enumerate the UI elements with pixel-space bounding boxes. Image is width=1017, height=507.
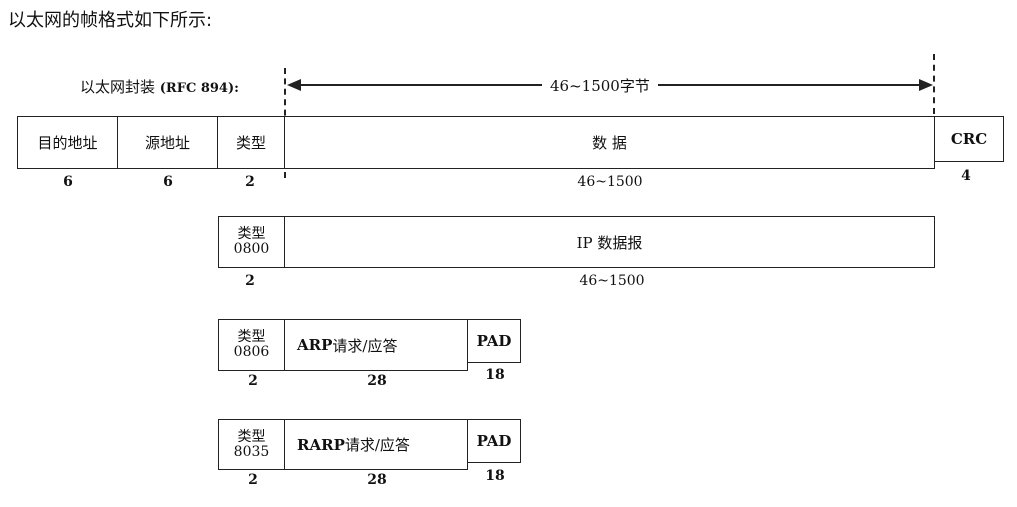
encapsulation-label: 以太网封装 (RFC 894):: [80, 76, 239, 97]
ip-type-cell: 类型 0800: [218, 216, 285, 268]
ip-datagram-field: IP 数据报: [285, 216, 935, 268]
ip-type-code: 0800: [233, 241, 270, 257]
arp-request-reply-field: ARP 请求/应答: [285, 319, 468, 371]
arp-pad-size: 18: [485, 367, 505, 383]
encapsulation-label-text: 以太网封装: [80, 78, 160, 96]
ip-datagram-size: 46~1500: [579, 273, 645, 289]
arp-type-size: 2: [248, 373, 258, 389]
rarp-type-cell: 类型 8035: [218, 419, 285, 470]
source-address-size: 6: [163, 174, 173, 190]
arp-protocol-name: ARP: [297, 336, 333, 354]
intro-text: 以太网的帧格式如下所示:: [8, 10, 213, 31]
arp-type-cell: 类型 0806: [218, 319, 285, 371]
type-field: 类型: [218, 116, 285, 169]
arp-type-label: 类型: [237, 329, 266, 345]
crc-field: CRC: [935, 116, 1004, 162]
type-size: 2: [245, 174, 255, 190]
arp-pad-field: PAD: [468, 319, 521, 363]
right-boundary-dashed-line: [933, 54, 935, 114]
ip-type-size: 2: [245, 273, 255, 289]
arrow-right-head-icon: [919, 79, 933, 91]
arp-data-size: 28: [367, 373, 387, 389]
arp-request-reply-text: 请求/应答: [332, 336, 398, 355]
rarp-type-code: 8035: [233, 443, 270, 460]
arrow-left-head-icon: [287, 79, 301, 91]
rarp-pad-field: PAD: [468, 419, 521, 463]
rarp-request-reply-field: RARP 请求/应答: [285, 419, 468, 470]
rarp-type-label: 类型: [237, 428, 266, 445]
rarp-request-reply-text: 请求/应答: [344, 436, 410, 454]
rfc-label: (RFC 894):: [159, 81, 239, 96]
data-field: 数 据: [285, 116, 935, 169]
span-arrow-label: 46~1500字节: [542, 75, 658, 96]
dest-address-field: 目的地址: [17, 116, 118, 169]
rarp-data-size: 28: [367, 472, 387, 488]
data-size: 46~1500: [577, 174, 643, 190]
crc-size: 4: [961, 168, 971, 184]
arp-type-code: 0806: [233, 344, 270, 360]
rarp-protocol-name: RARP: [297, 435, 345, 454]
rarp-pad-size: 18: [485, 468, 505, 484]
source-address-field: 源地址: [118, 116, 218, 169]
ip-type-label: 类型: [237, 226, 266, 242]
dest-address-size: 6: [63, 174, 73, 190]
rarp-type-size: 2: [248, 472, 258, 488]
